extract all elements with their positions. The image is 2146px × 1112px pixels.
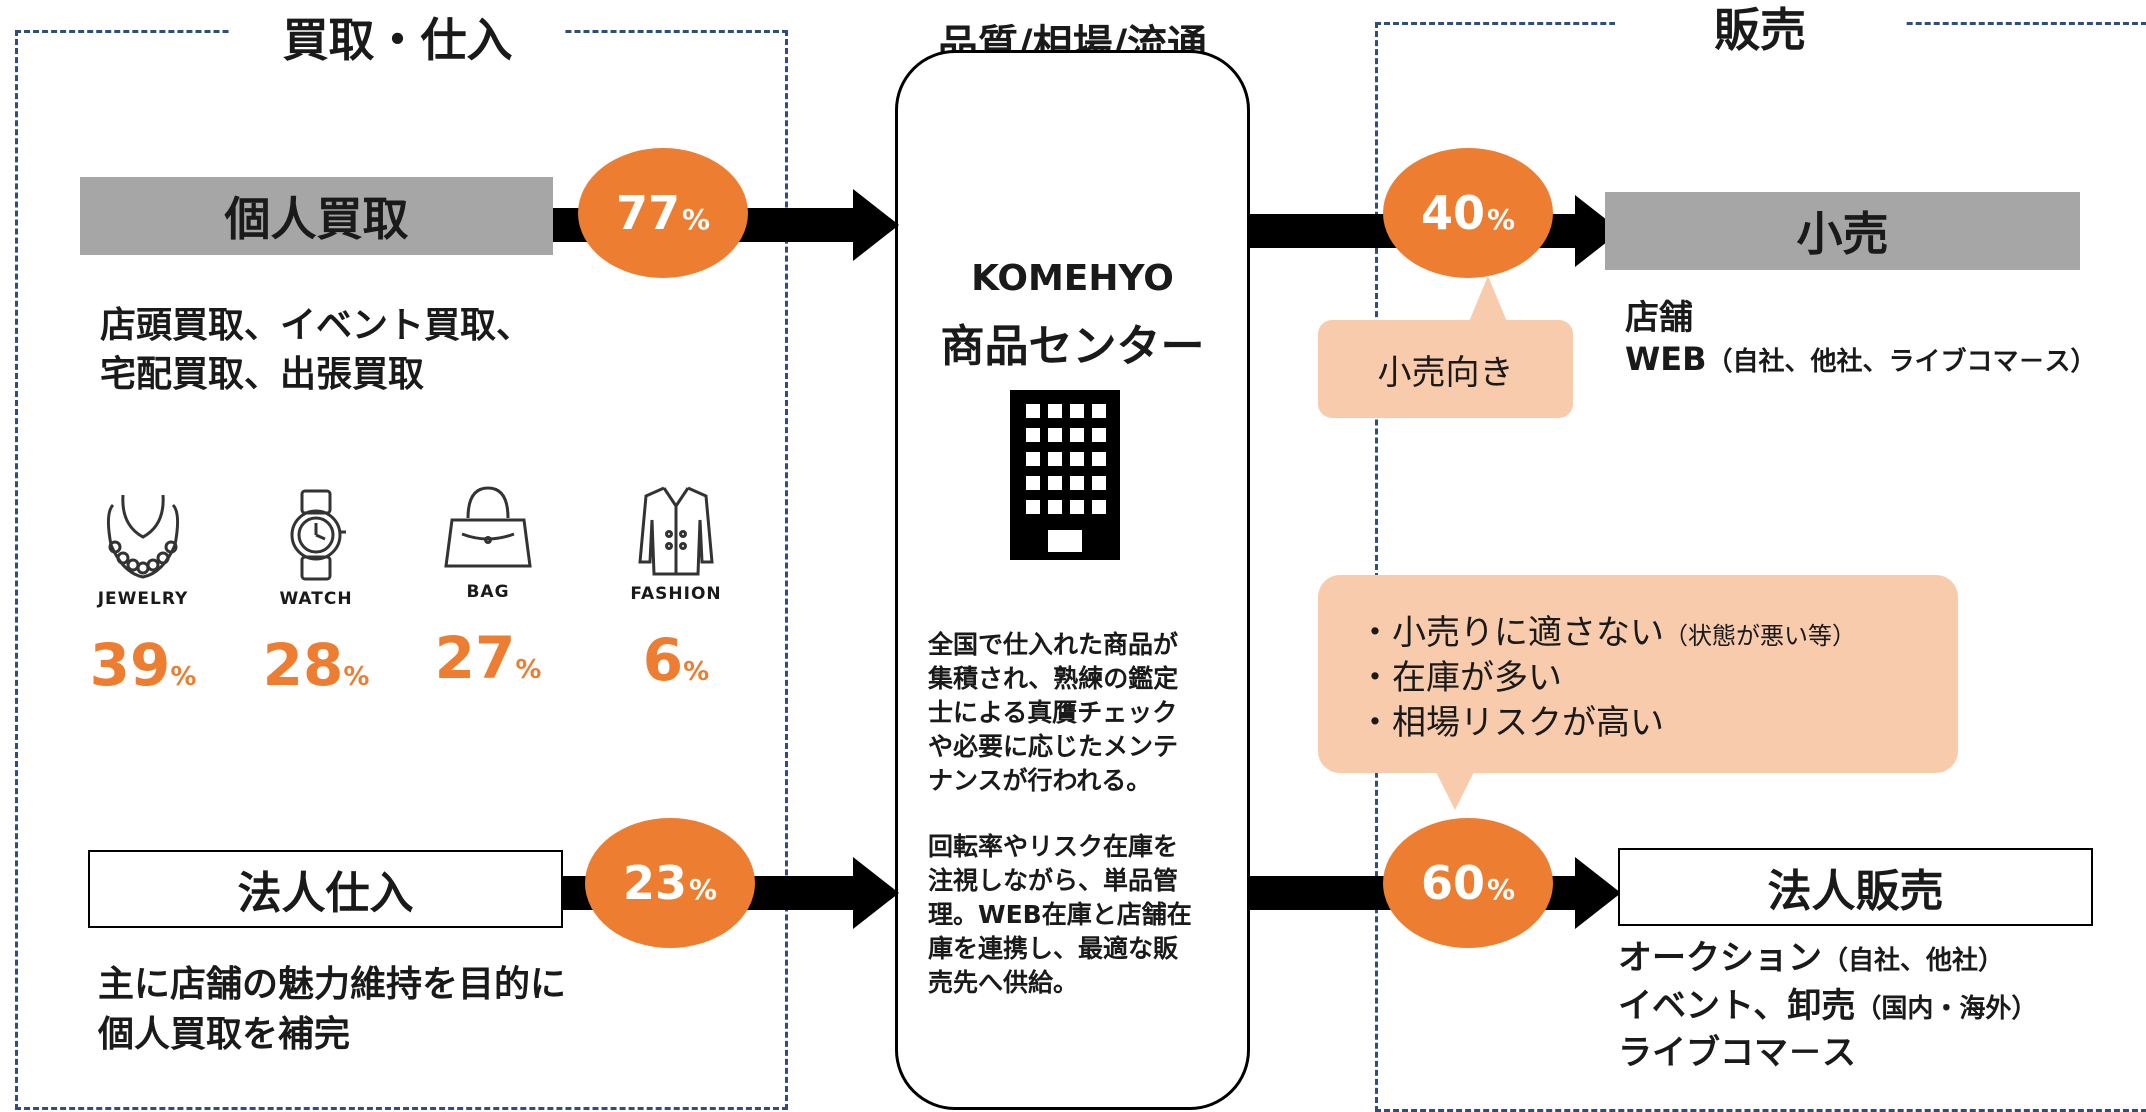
arrow-head — [853, 857, 899, 929]
category-value: 28% — [262, 631, 370, 699]
callout-pointer — [1435, 770, 1475, 810]
fashion-icon — [638, 486, 714, 576]
center-description-1: 全国で仕入れた商品が 集積され、熟練の鑑定 士による真贋チェック や必要に応じた… — [928, 630, 1179, 795]
personal-desc-line1: 店頭買取、イベント買取、 — [100, 305, 533, 346]
personal-desc-line2: 宅配買取、出張買取 — [100, 354, 425, 395]
category-value: 39% — [89, 631, 197, 699]
building-icon — [1010, 390, 1120, 560]
retail-line1: 店舗 — [1625, 298, 1693, 338]
retail-line2: WEB（自社、他社、ライブコマ－ス） — [1625, 340, 2097, 378]
purchase-panel-title: 買取・仕入 — [230, 10, 565, 70]
category-bag: BAG 27% — [413, 478, 563, 692]
category-value: 27% — [434, 624, 542, 692]
retail-percent-badge: 40% — [1383, 148, 1553, 278]
category-name: BAG — [466, 582, 510, 602]
jewelry-icon — [106, 494, 180, 579]
corporate-desc-line1: 主に店舗の魅力維持を目的に — [98, 964, 567, 1005]
sales-panel-title: 販売 — [1615, 0, 1905, 60]
percent-unit: % — [688, 872, 718, 906]
category-jewelry: JEWELRY 39% — [68, 485, 218, 699]
watch-icon — [290, 489, 346, 581]
retail-box: 小売 — [1605, 192, 2080, 270]
reason-item: ・小売りに適さない（状態が悪い等） — [1358, 613, 1856, 653]
percent-unit: % — [1486, 202, 1516, 236]
retail-percent: 40 — [1420, 186, 1485, 240]
category-fashion: FASHION 6% — [601, 480, 751, 694]
personal-purchase-box: 個人買取 — [80, 177, 553, 255]
reason-item: ・相場リスクが高い — [1358, 703, 1664, 743]
corporate-percent-badge: 23% — [585, 818, 755, 948]
corporate-percent: 23 — [622, 856, 687, 910]
category-watch: WATCH 28% — [241, 485, 391, 699]
corporate-sales-line3: ライブコマ－ス — [1618, 1033, 1856, 1073]
percent-unit: % — [681, 202, 711, 236]
personal-percent-badge: 77% — [578, 148, 748, 278]
category-name: JEWELRY — [97, 589, 189, 609]
arrow-head — [1575, 857, 1621, 929]
category-value: 6% — [642, 626, 710, 694]
corporate-purchase-box: 法人仕入 — [88, 850, 563, 928]
bag-icon — [444, 486, 532, 568]
corporate-sales-box: 法人販売 — [1618, 848, 2093, 926]
product-center-box — [895, 50, 1250, 1110]
personal-percent: 77 — [615, 186, 680, 240]
category-name: WATCH — [279, 589, 353, 609]
arrow-head — [853, 189, 899, 261]
category-name: FASHION — [630, 584, 722, 604]
corporate-sales-line2: イベント、卸売（国内・海外） — [1618, 986, 2038, 1026]
center-description-2: 回転率やリスク在庫を 注視しながら、単品管 理。WEB在庫と店舗在 庫を連携し、… — [928, 832, 1192, 997]
center-name: 商品センター — [940, 321, 1205, 372]
corporate-sales-percent: 60 — [1420, 856, 1485, 910]
center-brand: KOMEHYO — [971, 258, 1174, 299]
reason-item: ・在庫が多い — [1358, 658, 1562, 698]
corporate-sales-line1: オークション（自社、他社） — [1618, 938, 2005, 978]
corporate-sales-percent-badge: 60% — [1383, 818, 1553, 948]
percent-unit: % — [1486, 872, 1516, 906]
corporate-desc-line2: 個人買取を補完 — [98, 1014, 351, 1055]
callout-pointer — [1468, 276, 1508, 324]
reason-callout: ・小売りに適さない（状態が悪い等） ・在庫が多い ・相場リスクが高い — [1318, 575, 1958, 773]
retail-callout: 小売向き — [1318, 320, 1573, 418]
